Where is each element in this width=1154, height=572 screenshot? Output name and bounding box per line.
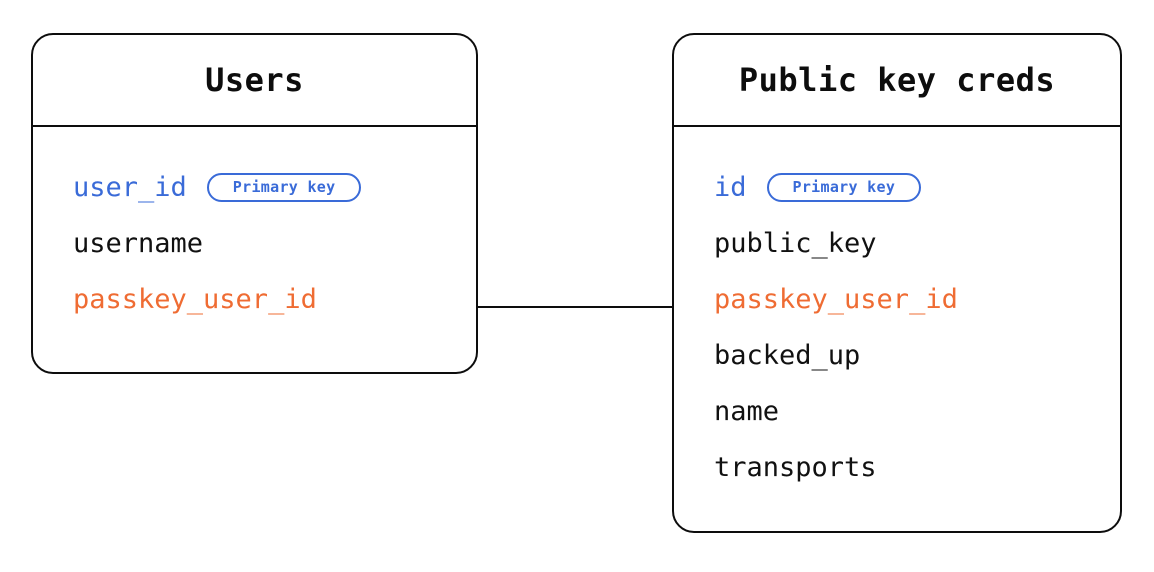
field-row-transports[interactable]: transports <box>674 439 1120 495</box>
field-row-backed-up[interactable]: backed_up <box>674 327 1120 383</box>
field-name-user-id: user_id <box>73 171 187 203</box>
field-name-backed-up: backed_up <box>714 339 861 371</box>
field-name-name: name <box>714 395 780 427</box>
entity-users-header: Users <box>33 35 476 127</box>
field-name-passkey-user-id: passkey_user_id <box>73 283 317 315</box>
entity-public-key-creds-header: Public key creds <box>674 35 1120 127</box>
field-name-passkey-user-id: passkey_user_id <box>714 283 958 315</box>
field-row-public-key[interactable]: public_key <box>674 215 1120 271</box>
field-row-name[interactable]: name <box>674 383 1120 439</box>
field-row-passkey-user-id[interactable]: passkey_user_id <box>33 271 476 327</box>
relationship-connector-line <box>477 306 673 308</box>
field-row-user-id[interactable]: user_id Primary key <box>33 159 476 215</box>
entity-users-title: Users <box>205 61 304 99</box>
entity-users[interactable]: Users user_id Primary key username passk… <box>31 33 478 374</box>
primary-key-badge: Primary key <box>206 172 362 202</box>
field-name-transports: transports <box>714 451 877 483</box>
entity-public-key-creds-title: Public key creds <box>738 61 1056 99</box>
field-name-id: id <box>714 171 747 203</box>
field-row-id[interactable]: id Primary key <box>674 159 1120 215</box>
field-row-username[interactable]: username <box>33 215 476 271</box>
entity-users-field-list: user_id Primary key username passkey_use… <box>33 127 476 327</box>
field-row-passkey-user-id[interactable]: passkey_user_id <box>674 271 1120 327</box>
field-name-username: username <box>73 227 204 259</box>
field-name-public-key: public_key <box>714 227 877 259</box>
primary-key-badge: Primary key <box>766 172 922 202</box>
entity-public-key-creds-field-list: id Primary key public_key passkey_user_i… <box>674 127 1120 495</box>
entity-public-key-creds[interactable]: Public key creds id Primary key public_k… <box>672 33 1122 533</box>
